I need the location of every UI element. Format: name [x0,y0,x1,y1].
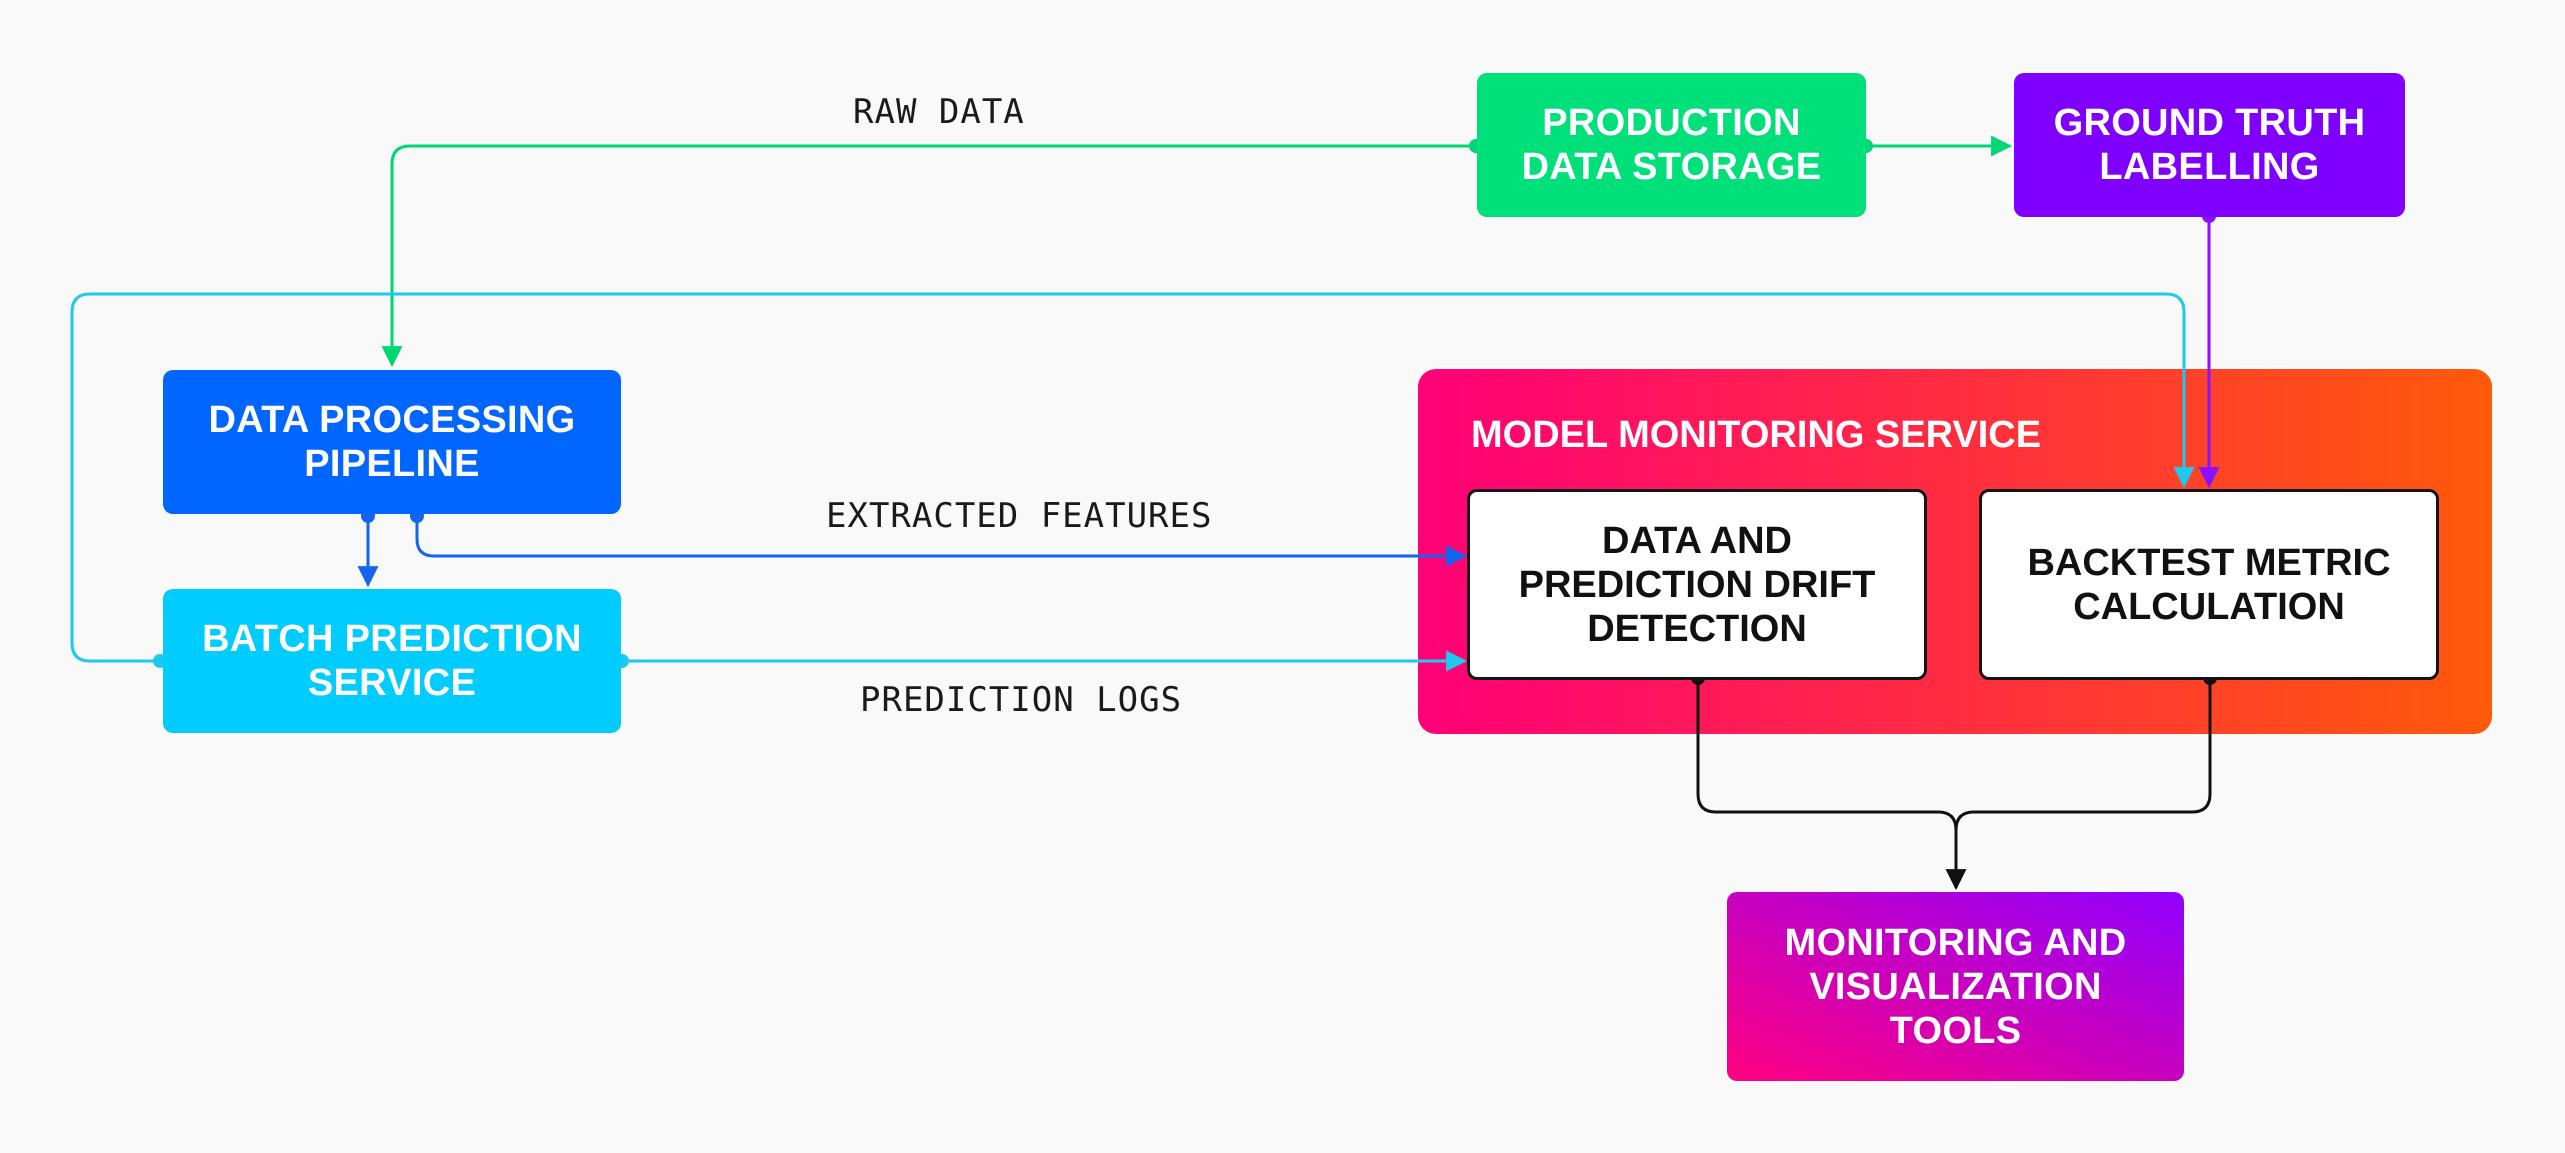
edge-drift-to-tools [1696,678,1958,831]
prediction-logs-edge-label: PREDICTION LOGS [860,680,1183,720]
production-data-storage-node: PRODUCTION DATA STORAGE [1477,73,1866,217]
monitoring-visualization-tools-label: MONITORING AND VISUALIZATION TOOLS [1784,921,2127,1052]
batch-prediction-service-label: BATCH PREDICTION SERVICE [202,618,582,704]
tools-box-bg [1727,892,2184,1081]
production-data-storage-label: PRODUCTION DATA STORAGE [1521,102,1822,188]
backtest-metric-node: BACKTEST METRIC CALCULATION [1979,489,2439,680]
ground-truth-labelling-node: GROUND TRUTH LABELLING [2014,73,2405,217]
edge-extracted-features [415,516,1468,567]
batch-prediction-service-node: BATCH PREDICTION SERVICE [163,589,621,733]
monitoring-visualization-tools-node: MONITORING AND VISUALIZATION TOOLS [1727,892,2184,1081]
raw-data-edge-label: RAW DATA [853,92,1025,132]
ground-truth-labelling-label: GROUND TRUTH LABELLING [2053,102,2366,188]
edge-raw-data [381,144,1476,368]
data-processing-pipeline-node: DATA PROCESSING PIPELINE [163,370,621,514]
monitoring-service-title: MODEL MONITORING SERVICE [1471,414,2042,456]
extracted-features-edge-label: EXTRACTED FEATURES [826,496,1213,536]
edge-prediction-loop [70,292,2195,663]
drift-detection-label: DATA AND PREDICTION DRIFT DETECTION [1518,519,1876,650]
edge-backtest-to-tools [1945,678,2212,891]
drift-detection-node: DATA AND PREDICTION DRIFT DETECTION [1467,489,1927,680]
backtest-metric-label: BACKTEST METRIC CALCULATION [2027,541,2391,628]
data-processing-pipeline-label: DATA PROCESSING PIPELINE [208,399,576,485]
